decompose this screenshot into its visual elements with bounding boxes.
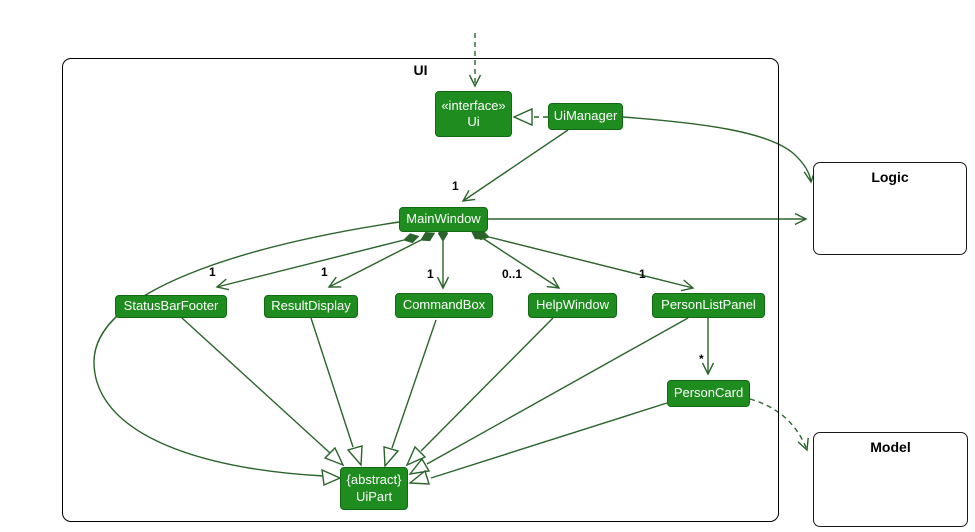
personcard-name: PersonCard: [673, 385, 744, 401]
class-node-statusbarfooter: StatusBarFooter: [115, 295, 227, 318]
personlistpanel-name: PersonListPanel: [661, 297, 756, 313]
commandbox-name: CommandBox: [402, 297, 486, 313]
class-node-helpwindow: HelpWindow: [528, 293, 617, 318]
class-node-uipart-abstract: {abstract} UiPart: [340, 467, 408, 510]
ui-interface-stereotype: «interface»: [441, 97, 506, 113]
multiplicity-resultdisplay: 1: [321, 265, 328, 279]
multiplicity-commandbox: 1: [427, 267, 434, 281]
ui-package-frame: UI: [62, 58, 779, 522]
multiplicity-personlistpanel: 1: [639, 267, 646, 281]
ui-package-label: UI: [413, 62, 428, 78]
class-node-resultdisplay: ResultDisplay: [264, 295, 358, 318]
multiplicity-mainwindow: 1: [452, 179, 459, 193]
model-component-label: Model: [870, 439, 911, 455]
multiplicity-statusbarfooter: 1: [209, 265, 216, 279]
logic-component-label: Logic: [871, 169, 909, 185]
model-component-box: Model: [813, 432, 968, 527]
multiplicity-personcard: *: [699, 352, 704, 366]
class-node-ui-interface: «interface» Ui: [435, 91, 512, 137]
uipart-name: UiPart: [355, 488, 393, 504]
multiplicity-helpwindow: 0..1: [502, 267, 523, 281]
resultdisplay-name: ResultDisplay: [271, 298, 351, 314]
class-node-personlistpanel: PersonListPanel: [652, 293, 765, 318]
ui-interface-name: Ui: [467, 114, 480, 129]
class-node-mainwindow: MainWindow: [399, 207, 488, 232]
class-node-commandbox: CommandBox: [395, 293, 493, 318]
uimanager-name: UiManager: [553, 108, 618, 124]
class-node-personcard: PersonCard: [667, 380, 750, 407]
class-node-uimanager: UiManager: [548, 103, 623, 130]
mainwindow-name: MainWindow: [406, 211, 481, 227]
helpwindow-name: HelpWindow: [536, 297, 609, 313]
logic-component-box: Logic: [813, 162, 967, 255]
uipart-abstract-modifier: {abstract}: [346, 472, 402, 488]
statusbarfooter-name: StatusBarFooter: [123, 298, 219, 314]
